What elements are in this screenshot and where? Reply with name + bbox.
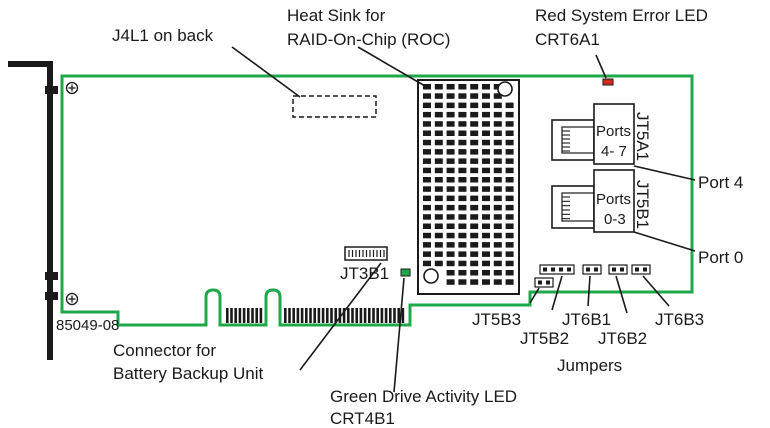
mounting-bracket bbox=[8, 61, 58, 360]
leader-lines bbox=[231, 46, 696, 393]
label-jt6b2: JT6B2 bbox=[598, 329, 647, 348]
label-ports-lower-1: Ports bbox=[596, 191, 631, 208]
label-jt6b3: JT6B3 bbox=[655, 310, 704, 329]
jumper-jt5b3 bbox=[534, 277, 554, 288]
label-ports-lower-2: 0-3 bbox=[604, 211, 626, 228]
pcb-outline bbox=[60, 74, 694, 327]
jumper-jt6b2 bbox=[608, 264, 628, 275]
red-error-led bbox=[602, 78, 614, 86]
jumper-jt6b1 bbox=[582, 264, 602, 275]
label-red-led-1: Red System Error LED bbox=[535, 6, 708, 25]
jt3b1-connector bbox=[344, 246, 388, 261]
label-part-number: 85049-08 bbox=[56, 317, 119, 334]
label-jt5a1: JT5A1 bbox=[633, 112, 652, 161]
pcie-edge-fingers bbox=[226, 308, 405, 323]
jumper-jt6b3 bbox=[631, 264, 651, 275]
label-bbu-2: Battery Backup Unit bbox=[113, 364, 264, 383]
label-j4l1: J4L1 on back bbox=[112, 26, 214, 45]
label-jt5b2: JT5B2 bbox=[520, 329, 569, 348]
label-heat-sink-1: Heat Sink for bbox=[287, 6, 386, 25]
label-ports-upper-1: Ports bbox=[596, 123, 631, 140]
screw-top-icon bbox=[65, 81, 79, 95]
sas-connector-lower bbox=[551, 169, 635, 233]
label-port4: Port 4 bbox=[698, 173, 743, 192]
label-jt3b1: JT3B1 bbox=[340, 264, 389, 283]
green-activity-led bbox=[400, 268, 411, 277]
screw-bottom-icon bbox=[65, 292, 79, 306]
label-ports-upper-2: 4- 7 bbox=[601, 143, 627, 160]
label-jt6b1: JT6B1 bbox=[562, 310, 611, 329]
label-green-led-1: Green Drive Activity LED bbox=[330, 387, 517, 406]
sas-connector-upper bbox=[551, 103, 635, 165]
label-heat-sink-2: RAID-On-Chip (ROC) bbox=[287, 30, 450, 49]
label-jt5b1: JT5B1 bbox=[633, 180, 652, 229]
label-red-led-2: CRT6A1 bbox=[535, 30, 600, 49]
label-bbu-1: Connector for bbox=[113, 341, 216, 360]
label-port0: Port 0 bbox=[698, 248, 743, 267]
label-green-led-2: CRT4B1 bbox=[330, 409, 395, 428]
heat-sink bbox=[417, 79, 520, 295]
jumper-jt5b2 bbox=[539, 264, 575, 275]
label-jt5b3: JT5B3 bbox=[472, 310, 521, 329]
j4l1-connector-outline bbox=[292, 95, 377, 118]
label-jumpers: Jumpers bbox=[557, 356, 622, 375]
